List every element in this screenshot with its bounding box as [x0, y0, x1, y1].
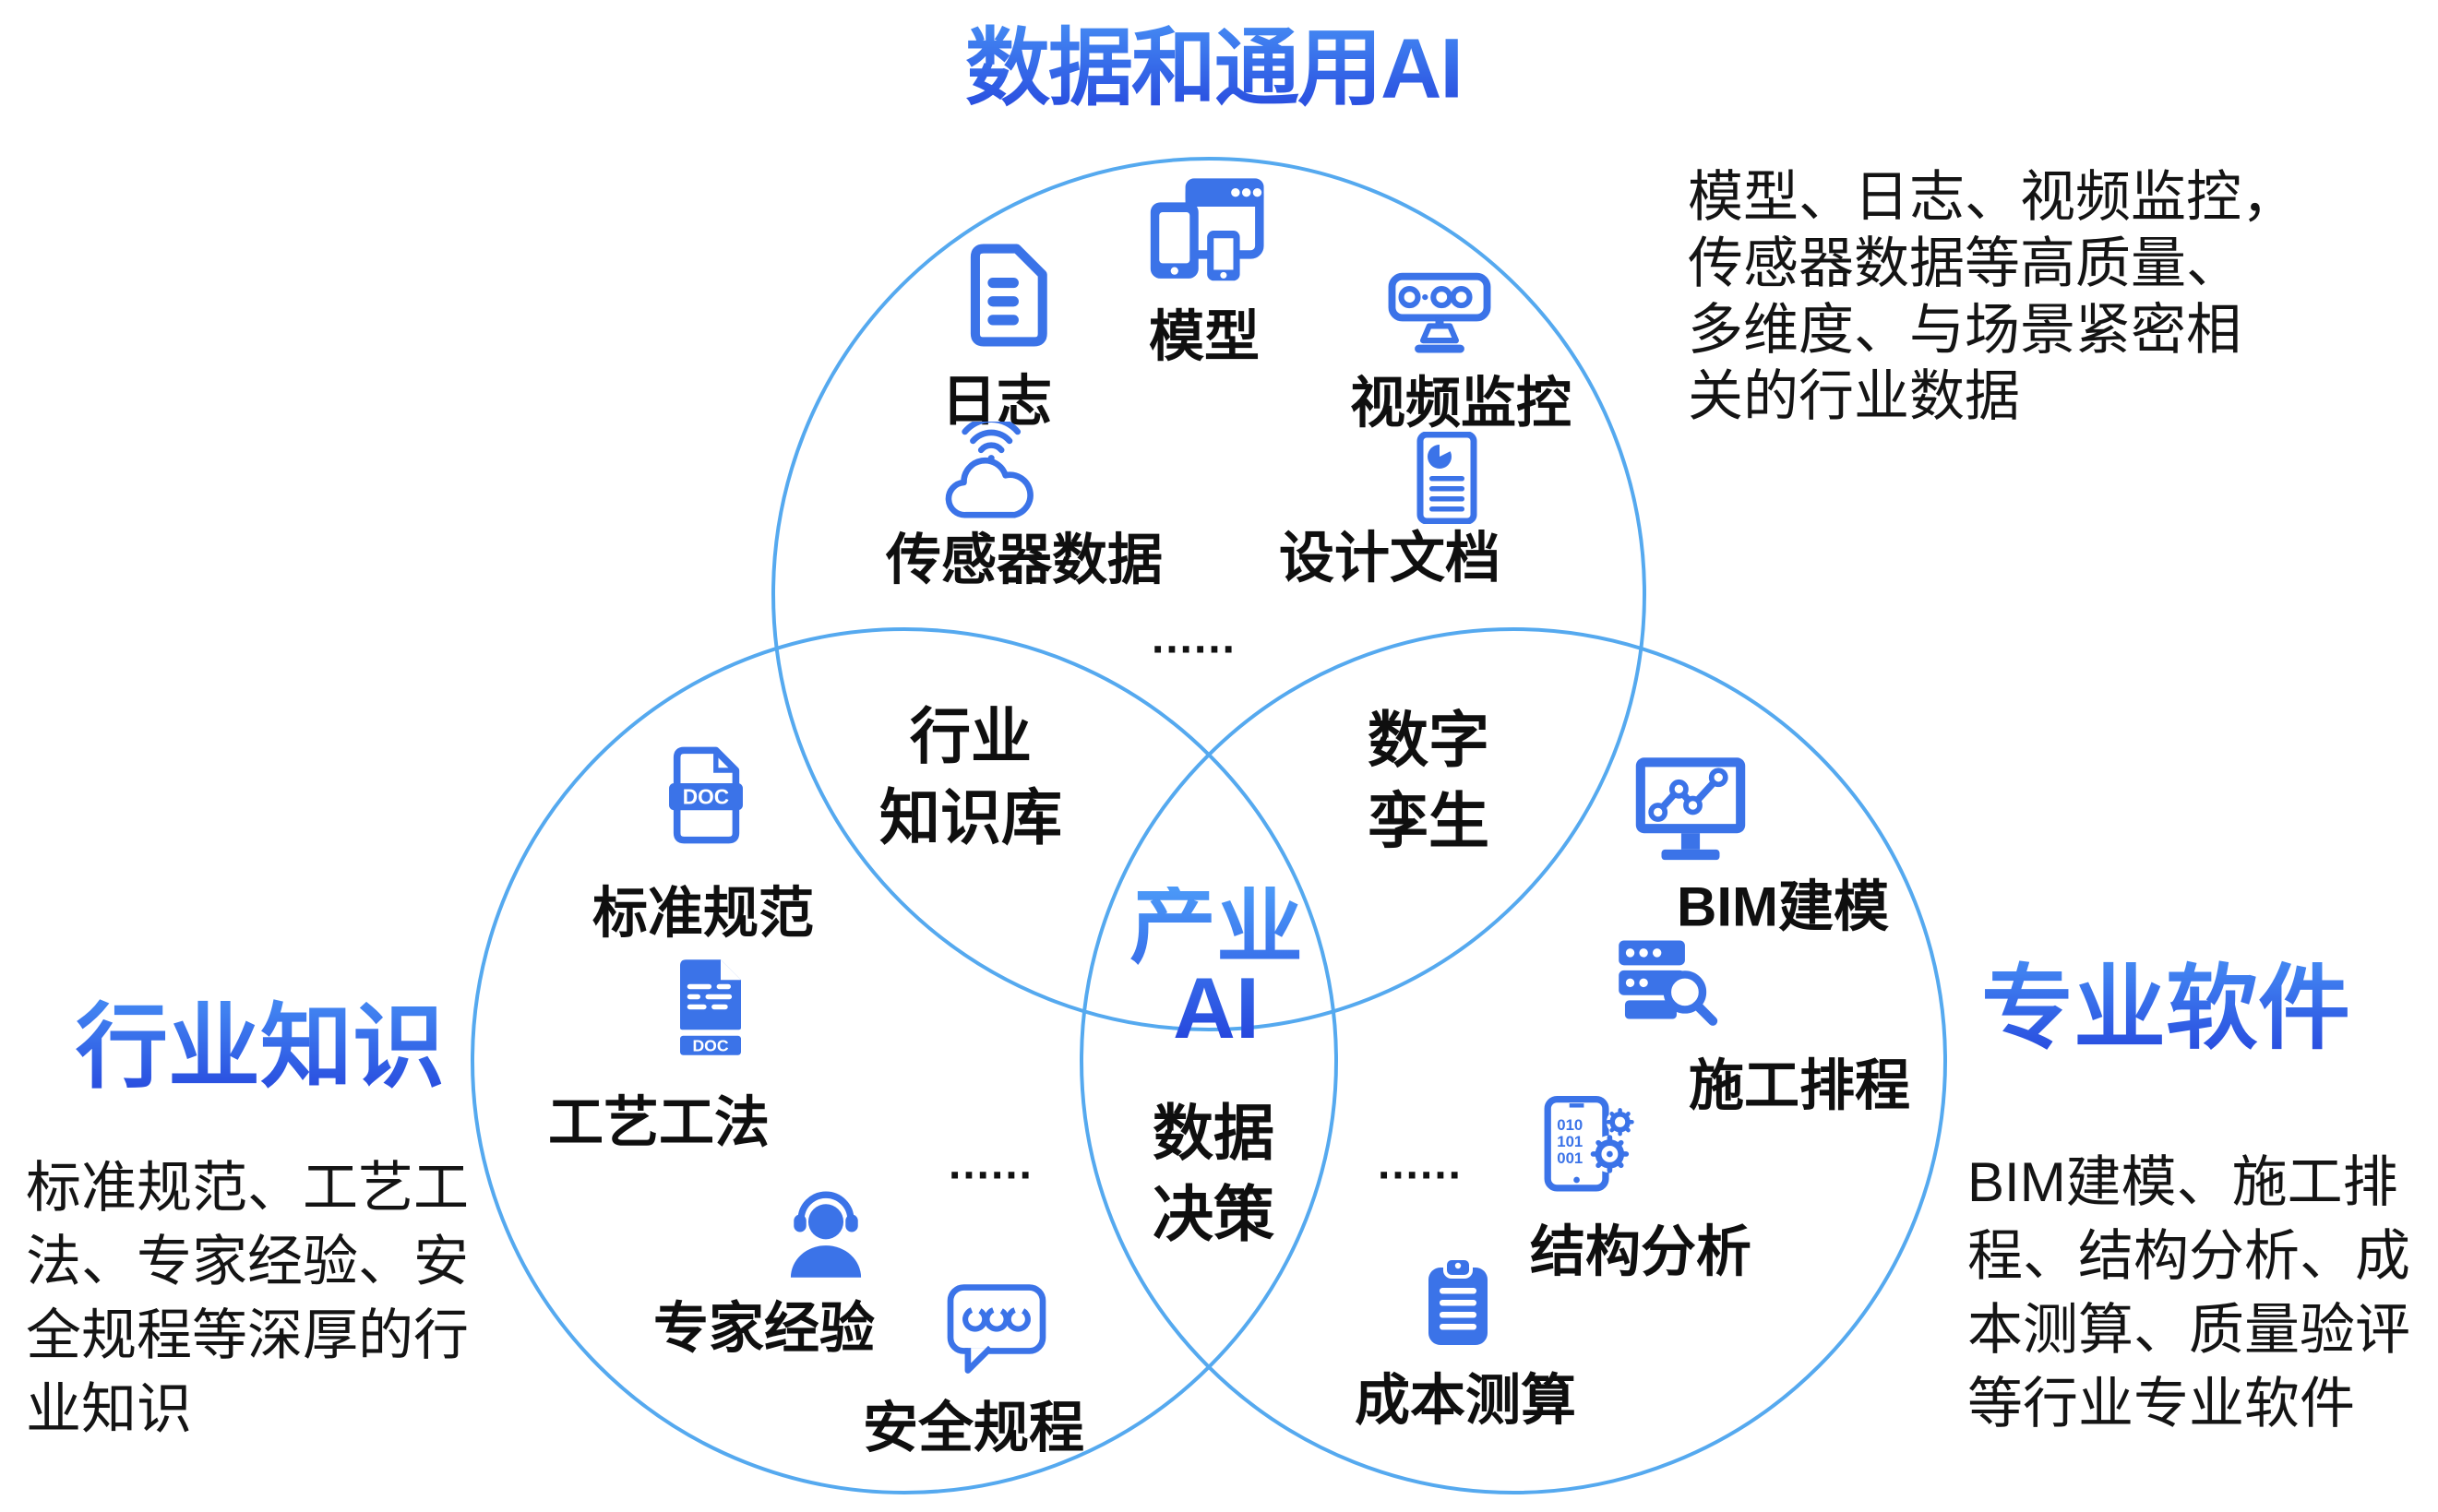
structure-label: 结构分析: [1530, 1220, 1751, 1283]
top-right-description-line: 多维度、与场景紧密相: [1688, 299, 2241, 361]
safety-label: 安全规程: [863, 1397, 1084, 1459]
intersection-knowledge-base-line2: 知识库: [879, 783, 1062, 851]
center-label-industrial-ai: 产业 AI: [1129, 887, 1303, 1047]
left-title: 行业知识: [76, 972, 445, 1106]
top-right-description-line: 关的行业数据: [1688, 365, 2020, 427]
right-description-line: 程、结构分析、成: [1967, 1225, 2410, 1287]
top-title: 数据和通用AI: [965, 0, 1464, 123]
ellipsis-top: ……: [1150, 613, 1237, 663]
model-label: 模型: [1149, 305, 1260, 368]
intersection-data-decision-line1: 数据: [1153, 1099, 1274, 1167]
right-description-line: 本测算、质量验评: [1967, 1299, 2410, 1361]
person-headset-icon: [790, 1188, 862, 1278]
intersection-digital-twin-line1: 数字: [1368, 706, 1489, 774]
intersection-data-decision: 数据 决策: [1153, 1092, 1274, 1255]
tablet-gears-icon: 010 101 001: [1544, 1095, 1634, 1192]
document-lines-icon: [970, 244, 1047, 347]
top-right-description-line: 传感器数据等高质量、: [1688, 232, 2241, 294]
craft-label: 工艺工法: [548, 1091, 770, 1154]
bim-label: BIM建模: [1677, 875, 1889, 938]
svg-text:101: 101: [1557, 1133, 1583, 1150]
intersection-knowledge-base: 行业 知识库: [879, 696, 1062, 858]
video-label: 视频监控: [1350, 372, 1572, 435]
ellipsis-left: ……: [947, 1139, 1034, 1189]
expert-label: 专家经验: [653, 1297, 875, 1360]
chart-document-icon: [1416, 432, 1477, 524]
top-right-description-line: 模型、日志、视频监控，: [1688, 166, 2297, 228]
left-description-line: 标准规范、工艺工: [26, 1157, 469, 1219]
left-description-line: 业知识: [26, 1378, 192, 1440]
left-description: 标准规范、工艺工 法、专家经验、安 全规程等深厚的行 业知识: [26, 1151, 469, 1447]
right-title: 专业软件: [1981, 934, 2350, 1067]
intersection-digital-twin-line2: 孪生: [1368, 787, 1489, 855]
right-circle-professional-software: [1080, 627, 1947, 1494]
cost-label: 成本测算: [1355, 1369, 1576, 1432]
left-description-line: 法、专家经验、安: [26, 1231, 469, 1292]
standard-label: 标准规范: [592, 882, 814, 945]
right-description-line: 等行业专业软件: [1967, 1373, 2355, 1435]
chat-bubble-icon: [947, 1284, 1046, 1374]
right-description: BIM建模、施工排 程、结构分析、成 本测算、质量验评 等行业专业软件: [1967, 1146, 2410, 1441]
intersection-data-decision-line2: 决策: [1153, 1180, 1274, 1248]
ellipsis-right: ……: [1376, 1139, 1463, 1189]
design-label: 设计文档: [1279, 527, 1500, 589]
svg-text:DOC: DOC: [683, 785, 729, 809]
monitor-chart-icon: [1635, 757, 1746, 861]
clipboard-icon: [1428, 1256, 1488, 1345]
top-right-description: 模型、日志、视频监控， 传感器数据等高质量、 多维度、与场景紧密相 关的行业数据: [1688, 164, 2297, 430]
schedule-label: 施工排程: [1689, 1054, 1910, 1117]
devices-icon: [1150, 178, 1264, 281]
surveillance-camera-icon: [1388, 272, 1491, 353]
svg-text:DOC: DOC: [692, 1036, 728, 1054]
right-description-line: BIM建模、施工排: [1967, 1151, 2398, 1213]
center-label-line1: 产业: [1129, 876, 1304, 973]
server-search-icon: [1619, 940, 1718, 1026]
svg-text:001: 001: [1557, 1149, 1583, 1167]
left-description-line: 全规程等深厚的行: [26, 1304, 469, 1366]
center-label-line2: AI: [1172, 959, 1260, 1056]
cloud-wifi-icon: [945, 422, 1034, 518]
sensor-label: 传感器数据: [886, 529, 1163, 591]
intersection-knowledge-base-line1: 行业: [910, 702, 1032, 770]
intersection-digital-twin: 数字 孪生: [1368, 699, 1489, 862]
doc-file-outline-icon: DOC: [669, 746, 743, 844]
svg-text:010: 010: [1557, 1116, 1583, 1134]
doc-file-filled-icon: DOC: [680, 959, 741, 1055]
